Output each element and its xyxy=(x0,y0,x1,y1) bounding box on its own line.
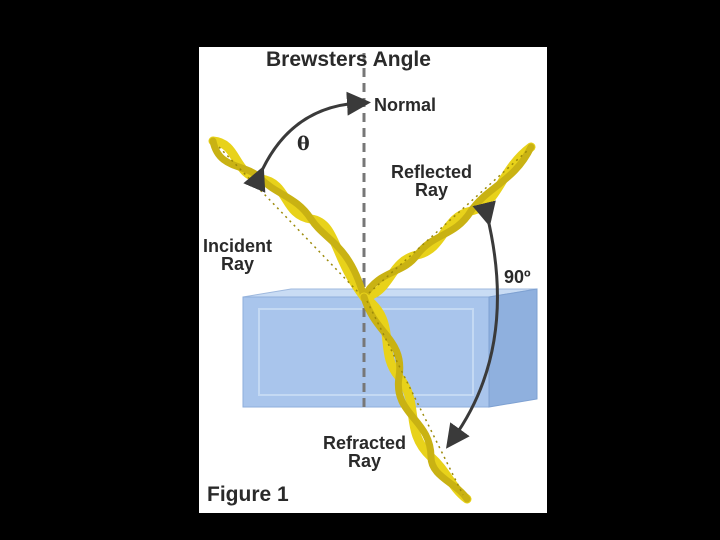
figure-caption: Figure 1 xyxy=(207,483,289,506)
incident-ray xyxy=(208,136,369,302)
brewster-diagram xyxy=(208,53,538,504)
refracted-label-line1: Refracted xyxy=(323,433,407,453)
ninety-degree-label: 90º xyxy=(504,267,531,287)
incident-ray-label: Incident Ray xyxy=(203,237,272,273)
reflected-label-line1: Reflected xyxy=(391,162,473,182)
diagram-title: Brewsters Angle xyxy=(266,48,431,71)
theta-arc-arrow xyxy=(243,91,371,193)
right-angle-arc-arrow xyxy=(446,200,499,449)
reflected-label-line2: Ray xyxy=(415,180,449,200)
figure-panel: Brewsters Angle Normal θ Reflected Ray I… xyxy=(199,47,547,513)
refracted-ray xyxy=(359,292,472,504)
incident-label-line2: Ray xyxy=(220,254,255,274)
incident-label-line1: Incident xyxy=(203,236,273,256)
refracted-ray-label: Refracted Ray xyxy=(323,434,406,470)
refracted-label-line2: Ray xyxy=(348,451,382,471)
theta-label: θ xyxy=(297,133,310,155)
reflected-ray-label: Reflected Ray xyxy=(391,163,472,199)
normal-label: Normal xyxy=(374,95,437,115)
